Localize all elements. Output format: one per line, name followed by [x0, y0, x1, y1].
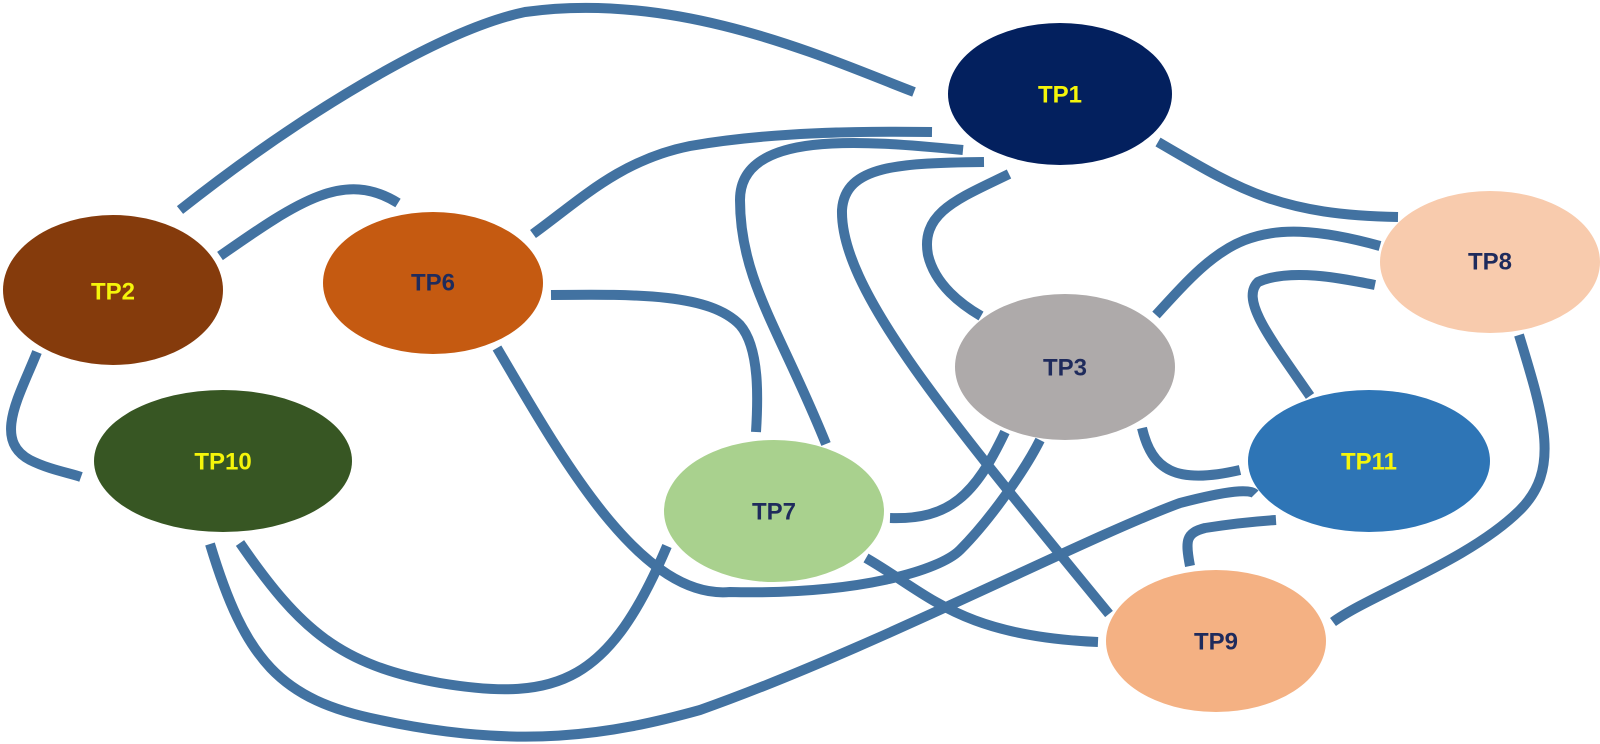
- node-tp2: TP2: [3, 215, 223, 365]
- connectors: [6, 2, 1550, 742]
- node-tp6-shape: [323, 212, 543, 354]
- node-tp10-shape: [94, 390, 352, 532]
- edge-tp6-tp1: [530, 126, 933, 239]
- edge-tp2-tp10: [6, 350, 83, 482]
- node-tp2-shape: [3, 215, 223, 365]
- node-tp6-label: TP6: [411, 270, 455, 297]
- node-tp8-shape: [1380, 191, 1600, 333]
- edge-tp10-tp7: [235, 540, 672, 695]
- node-tp11-label: TP11: [1341, 449, 1397, 476]
- node-tp11-shape: [1248, 390, 1490, 532]
- edge-tp9-tp11: [1182, 515, 1277, 567]
- node-tp9-shape: [1106, 570, 1326, 712]
- edge-tp7-tp9: [863, 553, 1099, 647]
- node-tp10: TP10: [94, 390, 352, 532]
- node-tp8: TP8: [1380, 191, 1600, 333]
- node-tp7-label: TP7: [752, 499, 796, 526]
- node-tp10-label: TP10: [194, 449, 251, 476]
- edge-tp6-tp7: [550, 289, 763, 433]
- edge-tp8-tp9: [1330, 333, 1550, 627]
- node-tp3: TP3: [955, 294, 1175, 440]
- edge-tp2-tp1: [176, 2, 916, 214]
- node-tp11: TP11: [1248, 390, 1490, 532]
- edge-tp1-tp8: [1155, 137, 1399, 222]
- edge-tp3-tp11: [1137, 426, 1242, 481]
- node-tp9: TP9: [1106, 570, 1326, 712]
- node-tp1-label: TP1: [1038, 82, 1082, 109]
- edge-tp7-tp1: [735, 137, 964, 446]
- edge-tp2-tp6: [217, 184, 401, 261]
- node-tp1-shape: [948, 23, 1172, 165]
- node-tp7: TP7: [664, 440, 884, 582]
- edge-tp7-tp3: [889, 429, 1010, 524]
- node-tp6: TP6: [323, 212, 543, 354]
- node-tp3-shape: [955, 294, 1175, 440]
- node-tp3-label: TP3: [1043, 355, 1087, 382]
- node-tp9-label: TP9: [1194, 629, 1238, 656]
- node-tp2-label: TP2: [91, 279, 135, 306]
- edge-tp3-tp8: [1152, 226, 1382, 319]
- node-tp8-label: TP8: [1468, 249, 1512, 276]
- edge-tp10-tp11: [205, 486, 1259, 742]
- node-tp7-shape: [664, 440, 884, 582]
- edge-tp1-tp9: [836, 157, 1113, 618]
- edge-tp1-tp3: [921, 169, 1012, 321]
- node-tp1: TP1: [948, 23, 1172, 165]
- edge-tp6-tp3: [492, 345, 1045, 598]
- edge-tp11-tp8: [1247, 270, 1376, 399]
